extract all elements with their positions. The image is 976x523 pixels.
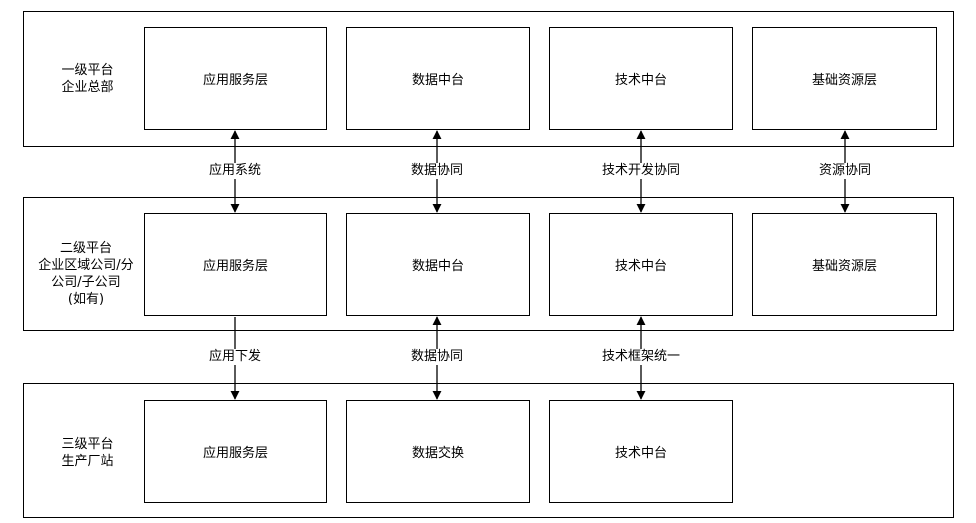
tier-3-label: 三级平台 生产厂站 bbox=[30, 436, 145, 470]
connector-label-app-system: 应用系统 bbox=[207, 163, 263, 179]
tier-1-label: 一级平台 企业总部 bbox=[30, 62, 145, 96]
tier-3-app-service-box: 应用服务层 bbox=[144, 400, 327, 503]
box-label: 技术中台 bbox=[614, 259, 667, 274]
box-label: 基础资源层 bbox=[811, 73, 877, 88]
tier-2-label-line: 公司/子公司 bbox=[51, 275, 121, 290]
box-label: 应用服务层 bbox=[202, 73, 268, 88]
connector-label-tech-dev-sync: 技术开发协同 bbox=[600, 163, 682, 179]
tier-3-data-exchange-box: 数据交换 bbox=[346, 400, 530, 503]
tier-2-label-line: 二级平台 bbox=[59, 241, 112, 256]
tier-1-label-line: 企业总部 bbox=[61, 80, 114, 95]
tier-1-infra-resource-box: 基础资源层 bbox=[752, 27, 937, 130]
connector-label-data-sync-top: 数据协同 bbox=[409, 163, 465, 179]
box-label: 基础资源层 bbox=[811, 259, 877, 274]
box-label: 技术中台 bbox=[614, 446, 667, 461]
tier-2-label: 二级平台 企业区域公司/分 公司/子公司 (如有) bbox=[26, 240, 146, 308]
box-label: 技术中台 bbox=[614, 73, 667, 88]
tier-1-app-service-box: 应用服务层 bbox=[144, 27, 327, 130]
box-label: 数据中台 bbox=[411, 259, 464, 274]
tier-3-label-line: 生产厂站 bbox=[61, 454, 114, 469]
tier-1-label-line: 一级平台 bbox=[61, 63, 114, 78]
tier-1-tech-platform-box: 技术中台 bbox=[549, 27, 733, 130]
tier-1-data-platform-box: 数据中台 bbox=[346, 27, 530, 130]
tier-2-app-service-box: 应用服务层 bbox=[144, 213, 327, 316]
box-label: 数据交换 bbox=[411, 446, 464, 461]
tier-2-tech-platform-box: 技术中台 bbox=[549, 213, 733, 316]
connector-label-data-sync-bottom: 数据协同 bbox=[409, 349, 465, 365]
tier-2-label-line: 企业区域公司/分 bbox=[38, 258, 134, 273]
box-label: 应用服务层 bbox=[202, 259, 268, 274]
connector-label-tech-framework: 技术框架统一 bbox=[600, 349, 682, 365]
tier-2-label-line: (如有) bbox=[67, 292, 105, 307]
connector-label-resource-sync: 资源协同 bbox=[817, 163, 873, 179]
connector-label-app-dispatch: 应用下发 bbox=[207, 349, 263, 365]
tier-3-label-line: 三级平台 bbox=[61, 437, 114, 452]
tier-2-infra-resource-box: 基础资源层 bbox=[752, 213, 937, 316]
box-label: 应用服务层 bbox=[202, 446, 268, 461]
tier-3-tech-platform-box: 技术中台 bbox=[549, 400, 733, 503]
tier-2-data-platform-box: 数据中台 bbox=[346, 213, 530, 316]
box-label: 数据中台 bbox=[411, 73, 464, 88]
